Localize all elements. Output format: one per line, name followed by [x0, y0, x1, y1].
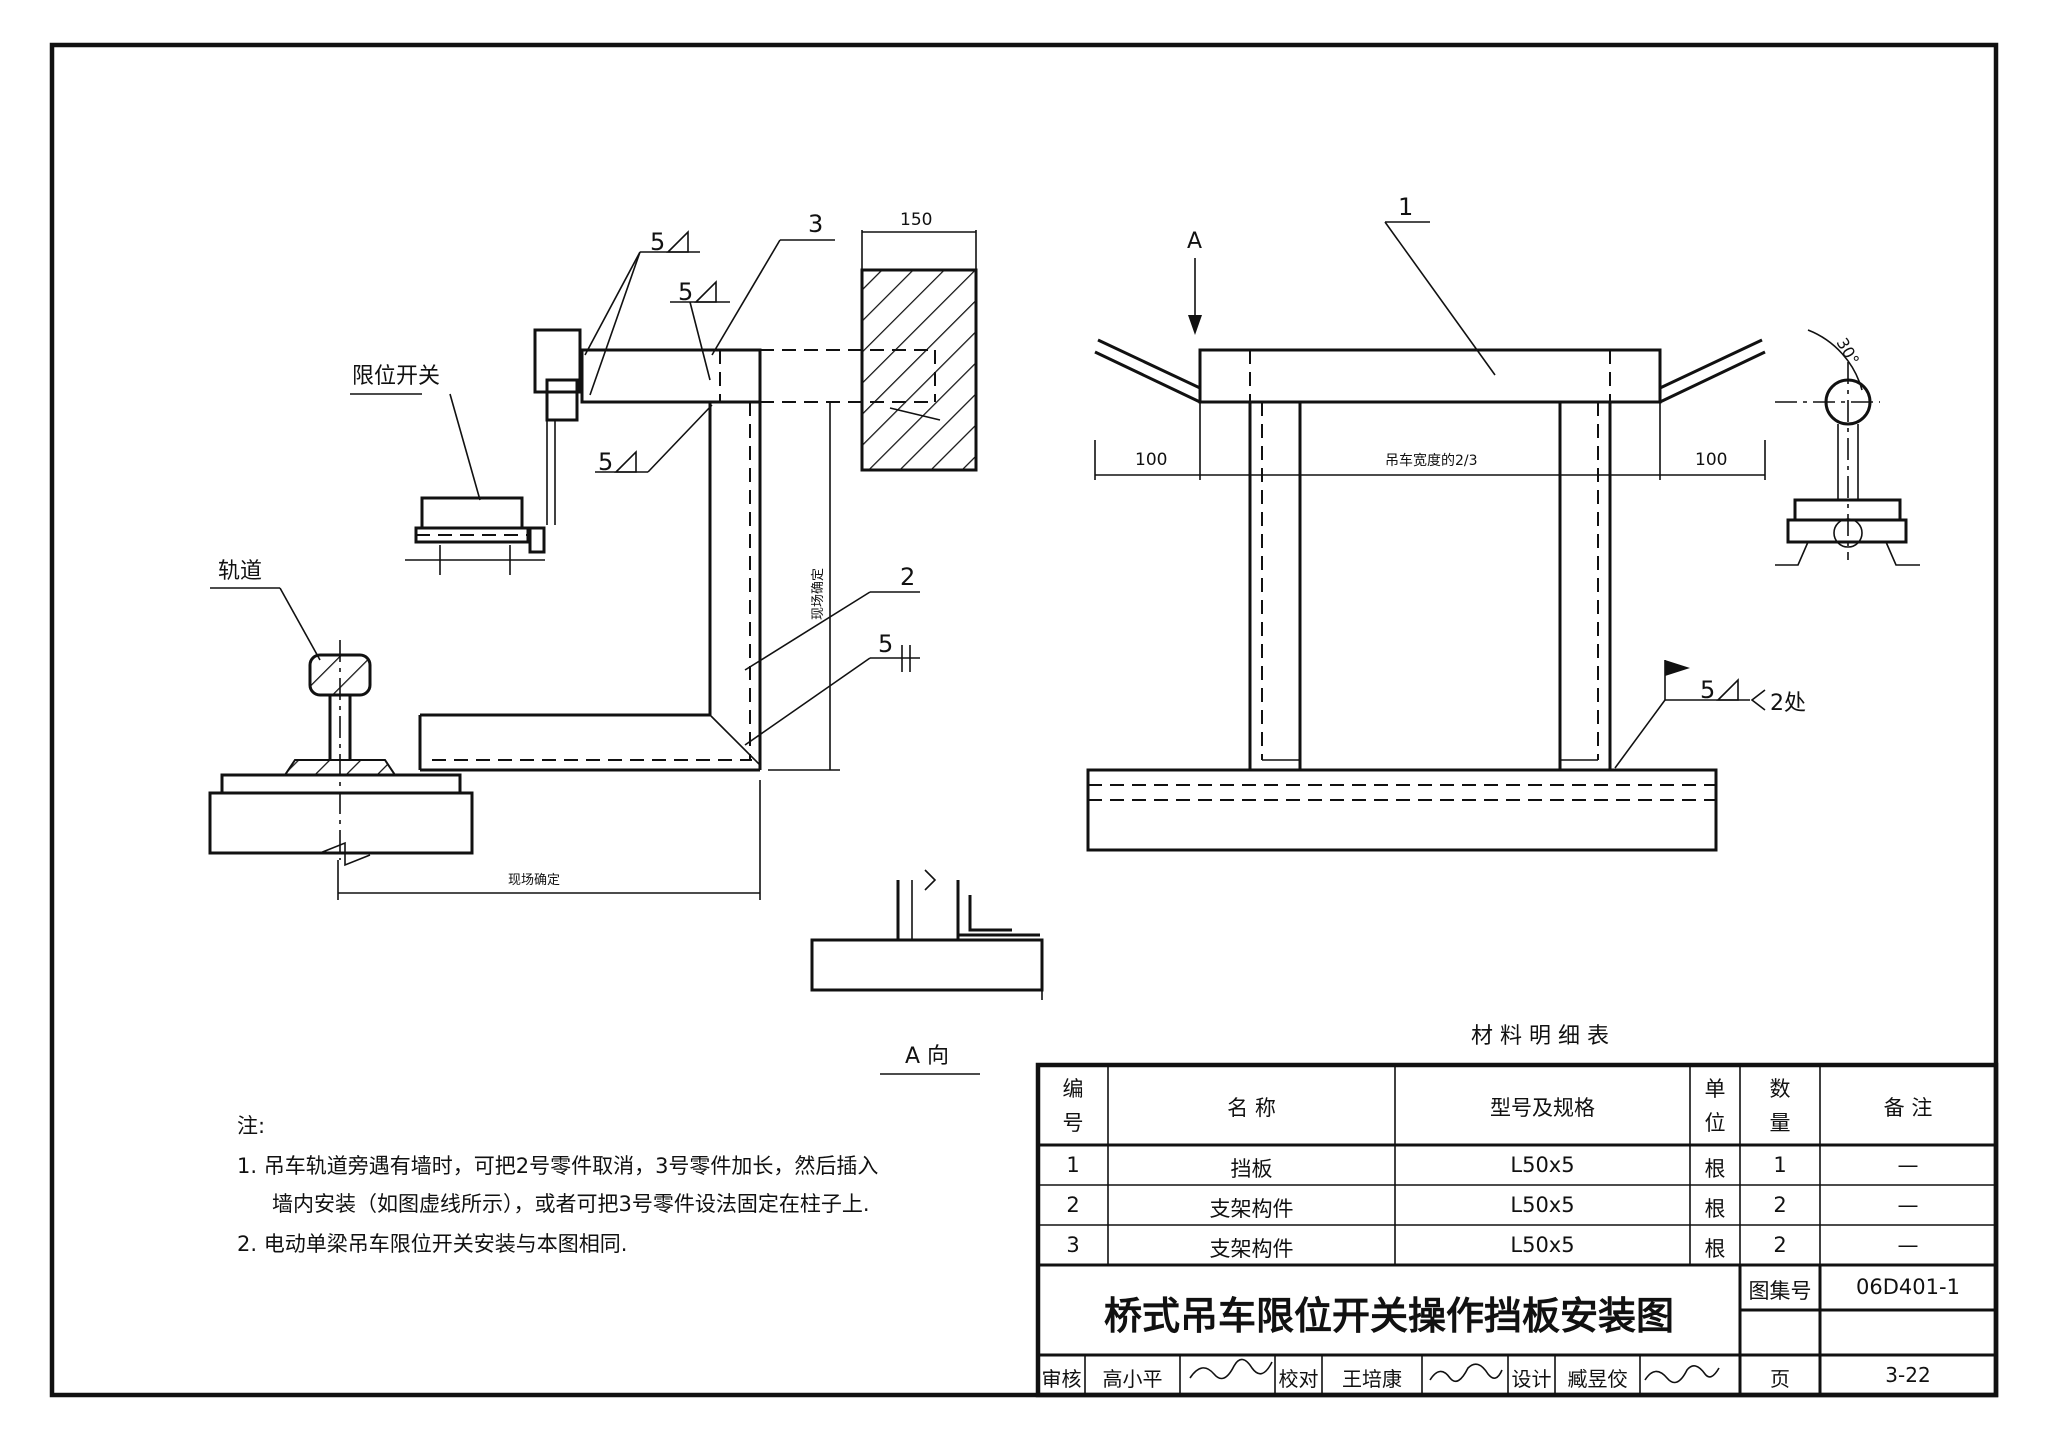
note-1-cont: 墙内安装（如图虚线所示），或者可把3号零件设法固定在柱子上.	[272, 1192, 870, 1216]
atlas-number: 06D401-1	[1856, 1275, 1960, 1299]
designer-name: 臧昱佼	[1567, 1367, 1628, 1391]
header-no: 编 号	[1062, 1077, 1084, 1135]
dim-crane-width: 吊车宽度的2/3	[1385, 452, 1478, 469]
designer-signature	[1644, 1365, 1720, 1384]
view-arrow-label: A	[1187, 229, 1202, 254]
review-label: 审核	[1041, 1367, 1082, 1391]
a-view-detail	[810, 869, 1044, 1075]
label-track: 轨道	[218, 559, 262, 584]
weld-label-corner: 5	[878, 630, 893, 658]
weld-label-front: 5	[1700, 676, 1715, 704]
drawing-frame	[49, 42, 1999, 1398]
materials-title: 材 料 明 细 表	[1471, 1024, 1609, 1049]
view-a-caption: A 向	[905, 1044, 950, 1069]
weld-2places-label: 2处	[1770, 691, 1806, 716]
weld-label-low: 5	[598, 448, 613, 476]
label-part-1: 1	[1398, 193, 1413, 221]
dim-150-label: 150	[900, 210, 932, 230]
dim-100-left: 100	[1135, 450, 1167, 470]
label-part-2: 2	[900, 563, 915, 591]
dim-100-right: 100	[1695, 450, 1727, 470]
header-name: 名 称	[1227, 1096, 1276, 1120]
rail-foundation	[208, 791, 474, 855]
dim-site-horizontal: 现场确定	[508, 873, 560, 888]
weld-label-top: 5	[650, 228, 665, 256]
drawing-title: 桥式吊车限位开关操作挡板安装图	[1103, 1294, 1674, 1338]
header-spec: 型号及规格	[1490, 1096, 1595, 1120]
limit-switch-box	[533, 328, 582, 394]
wall-section	[860, 268, 978, 472]
page-number: 3-22	[1885, 1363, 1931, 1387]
reviewer-name: 高小平	[1102, 1367, 1163, 1391]
dim-site-vertical: 现场确定	[811, 568, 826, 620]
header-qty: 数 量	[1769, 1077, 1791, 1135]
header-remark: 备 注	[1883, 1096, 1933, 1120]
baffle-plate	[1198, 348, 1662, 404]
checker-signature	[1429, 1363, 1503, 1383]
front-view: 100 吊车宽度的2/3 100 A 1 30° 5 2处	[1086, 193, 1920, 852]
side-view: 150 现场确定	[208, 210, 978, 900]
header-unit: 单 位	[1704, 1077, 1726, 1135]
label-limit-switch: 限位开关	[352, 364, 440, 389]
page-label: 页	[1770, 1367, 1790, 1391]
notes-title: 注:	[237, 1114, 266, 1138]
crane-beam	[1086, 768, 1718, 852]
atlas-label: 图集号	[1748, 1279, 1812, 1303]
part-3-member	[580, 348, 762, 404]
note-2: 2. 电动单梁吊车限位开关安装与本图相同.	[237, 1232, 628, 1256]
note-1: 1. 吊车轨道旁遇有墙时，可把2号零件取消，3号零件加长，然后插入	[237, 1154, 879, 1178]
checker-name: 王培康	[1342, 1367, 1402, 1391]
label-part-3: 3	[808, 210, 823, 238]
weld-label-mid: 5	[678, 278, 693, 306]
design-label: 设计	[1511, 1367, 1552, 1391]
reviewer-signature	[1189, 1358, 1273, 1380]
check-label: 校对	[1278, 1367, 1319, 1391]
